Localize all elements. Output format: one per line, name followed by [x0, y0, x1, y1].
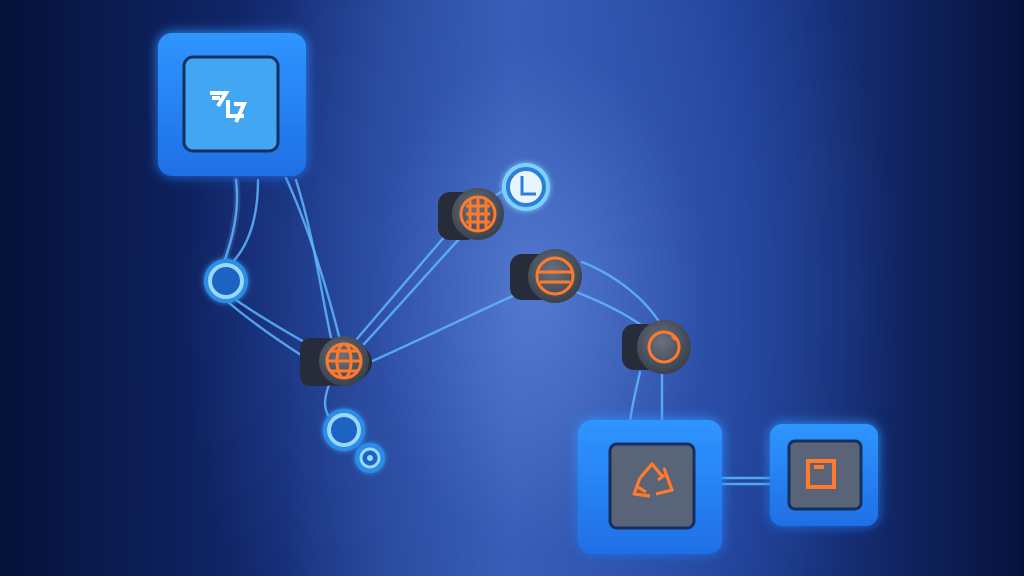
globe-icon	[325, 342, 363, 380]
edge-source-ring-left-2	[228, 178, 260, 267]
edge-globe-grid-2	[362, 234, 464, 346]
globe-hub[interactable]	[300, 336, 372, 386]
circle-icon	[647, 330, 681, 364]
grid-hub[interactable]	[438, 188, 504, 240]
dot-ring[interactable]	[355, 443, 385, 473]
recycle-block[interactable]	[578, 420, 722, 554]
edge-source-ring-left	[222, 178, 239, 264]
edge-window-lens	[580, 260, 666, 332]
shuffle-glyph-icon	[210, 91, 248, 123]
ring-bottom[interactable]	[323, 409, 365, 451]
ring-left[interactable]	[204, 259, 248, 303]
edge-source-globe	[284, 176, 342, 342]
recycle-icon	[632, 462, 674, 498]
source-block[interactable]	[158, 33, 306, 176]
edge-ring-left-globe-2	[226, 300, 314, 364]
clock-icon	[520, 176, 536, 196]
square-frame-icon	[806, 459, 836, 489]
edge-globe-window	[368, 293, 517, 364]
window-icon	[535, 256, 575, 296]
window-hub[interactable]	[510, 249, 582, 303]
grid-icon	[459, 195, 497, 233]
clock-ring[interactable]	[502, 163, 550, 211]
edge-globe-grid	[354, 226, 454, 342]
lens-hub[interactable]	[622, 320, 691, 374]
edge-source-globe-2	[294, 178, 334, 344]
frame-block[interactable]	[770, 424, 878, 526]
edge-lens-recycle	[628, 370, 642, 424]
edge-globe-ring-bottom	[323, 380, 332, 420]
